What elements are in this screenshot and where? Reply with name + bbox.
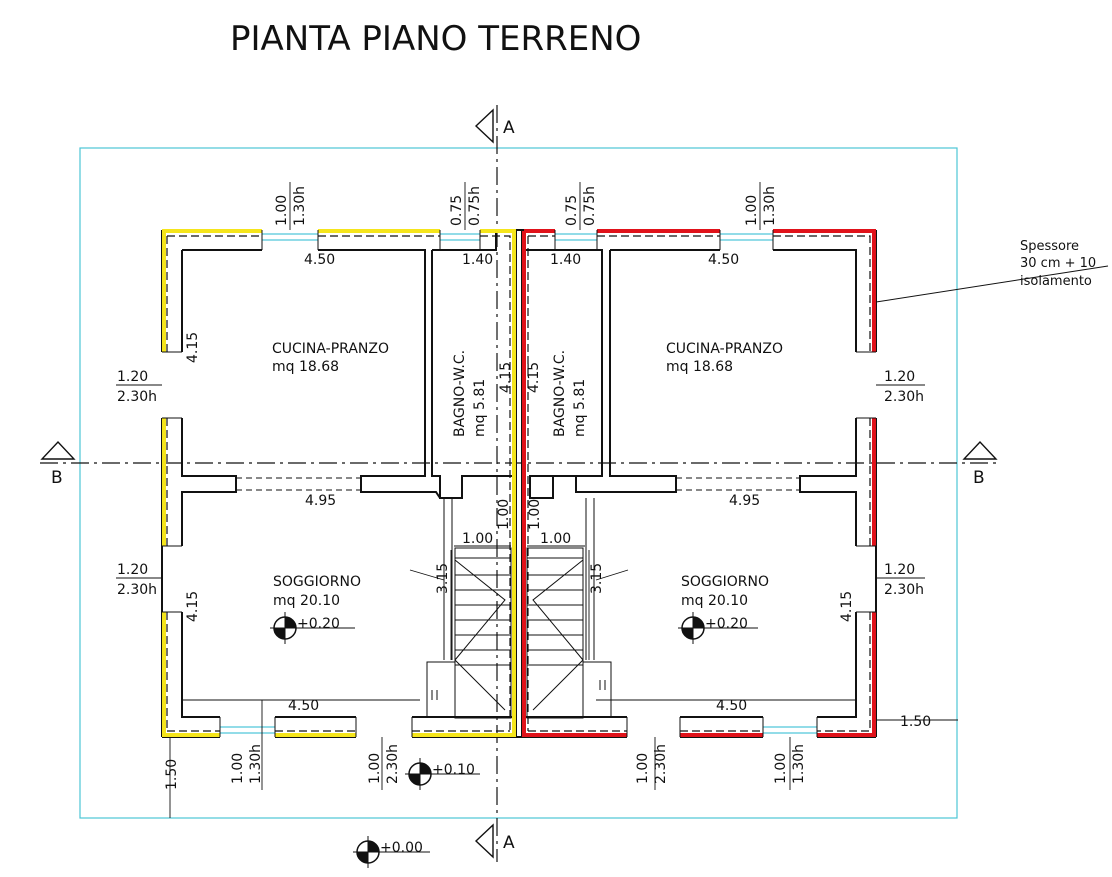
- level-marker-living-left: +0.20: [270, 612, 355, 644]
- section-a-bottom-marker: [474, 823, 494, 859]
- window-left-lower-height: 2.30h: [117, 582, 157, 598]
- dim-mid-left-width: 4.95: [305, 493, 336, 509]
- plan-title: PIANTA PIANO TERRENO: [230, 19, 641, 59]
- dim-stair-right-width: 1.00: [540, 531, 571, 547]
- dim-stair-right-gap: 1.00: [527, 499, 543, 530]
- dim-bottom-right-width: 4.50: [716, 698, 747, 714]
- note-line-2: 30 cm + 10: [1020, 256, 1096, 271]
- dim-offset-left: 1.50: [164, 759, 180, 790]
- window-top-right-height: 1.30h: [762, 186, 778, 226]
- room-living-left-name: SOGGIORNO: [273, 574, 361, 590]
- room-living-right-area: mq 20.10: [681, 593, 748, 609]
- section-a-top-label: A: [503, 118, 515, 138]
- left-unit-insulation: [162, 229, 516, 737]
- room-bath-left-area: mq 5.81: [472, 379, 488, 437]
- window-top-right-width: 1.00: [744, 195, 760, 226]
- site-boundary: [79, 147, 958, 819]
- window-left-lower-width: 1.20: [117, 562, 148, 578]
- section-b-right-label: B: [973, 468, 985, 488]
- dim-kitchen-right-width: 4.50: [708, 252, 739, 268]
- dim-bath-left-width: 1.40: [462, 252, 493, 268]
- room-kitchen-left-name: CUCINA-PRANZO: [272, 341, 389, 357]
- room-kitchen-right-name: CUCINA-PRANZO: [666, 341, 783, 357]
- level-living-right-label: +0.20: [705, 616, 748, 632]
- room-kitchen-left-area: mq 18.68: [272, 359, 339, 375]
- window-top-left-height: 1.30h: [292, 186, 308, 226]
- dim-stair-left-length: 3.15: [435, 563, 451, 594]
- dim-stair-right-length: 3.15: [589, 563, 605, 594]
- room-bath-right-name: BAGNO-W.C.: [552, 350, 568, 437]
- room-kitchen-right-area: mq 18.68: [666, 359, 733, 375]
- section-b-left-label: B: [51, 468, 63, 488]
- window-top-left-width: 1.00: [274, 195, 290, 226]
- level-marker-living-right: +0.20: [678, 612, 758, 644]
- window-bottom-left-height: 1.30h: [248, 744, 264, 784]
- window-right-lower-height: 2.30h: [884, 582, 924, 598]
- section-a-bottom-label: A: [503, 833, 515, 853]
- level-marker-ground: +0.00: [353, 836, 430, 868]
- dim-bath-right-height: 4.15: [526, 362, 542, 393]
- door-bottom-right-height: 2.30h: [653, 744, 669, 784]
- window-bottom-left-width: 1.00: [230, 753, 246, 784]
- window-right-upper-height: 2.30h: [884, 389, 924, 405]
- window-top-right-bath-width: 0.75: [564, 195, 580, 226]
- window-top-left-bath-height: 0.75h: [467, 186, 483, 226]
- note-line-1: Spessore: [1020, 239, 1079, 254]
- room-bath-left-name: BAGNO-W.C.: [452, 350, 468, 437]
- door-bottom-left-height: 2.30h: [385, 744, 401, 784]
- note-line-3: isolamento: [1020, 274, 1092, 289]
- dim-kitchen-left-height: 4.15: [185, 332, 201, 363]
- window-top-right-bath-height: 0.75h: [582, 186, 598, 226]
- dim-bottom-left-width: 4.50: [288, 698, 319, 714]
- dim-stair-left-gap: 1.00: [496, 499, 512, 530]
- insulation-dashes: [166, 235, 871, 732]
- window-left-upper-height: 2.30h: [117, 389, 157, 405]
- room-bath-right-area: mq 5.81: [572, 379, 588, 437]
- dim-kitchen-left-width: 4.50: [304, 252, 335, 268]
- dimension-lines: [116, 182, 958, 818]
- level-ground-label: +0.00: [380, 840, 423, 856]
- window-right-upper-width: 1.20: [884, 369, 915, 385]
- door-bottom-right-width: 1.00: [635, 753, 651, 784]
- dim-bath-left-height: 4.15: [498, 362, 514, 393]
- section-b-left-marker: [40, 440, 76, 460]
- dim-stair-left-width: 1.00: [462, 531, 493, 547]
- room-living-right-name: SOGGIORNO: [681, 574, 769, 590]
- window-left-upper-width: 1.20: [117, 369, 148, 385]
- right-unit-insulation: [522, 229, 876, 737]
- mid-partitions: [236, 477, 800, 491]
- stairs: [426, 498, 612, 719]
- note-leader-line: [875, 265, 1109, 303]
- window-bottom-right-width: 1.00: [773, 753, 789, 784]
- dim-bath-right-width: 1.40: [550, 252, 581, 268]
- dim-offset-right: 1.50: [900, 714, 931, 730]
- walls: [161, 229, 877, 738]
- dim-living-right-height: 4.15: [839, 591, 855, 622]
- section-b-right-marker: [962, 440, 998, 460]
- level-marker-entrance: +0.10: [405, 758, 480, 790]
- windows-glass: [220, 233, 817, 734]
- level-living-left-label: +0.20: [297, 616, 340, 632]
- window-right-lower-width: 1.20: [884, 562, 915, 578]
- window-bottom-right-height: 1.30h: [791, 744, 807, 784]
- window-top-left-bath-width: 0.75: [449, 195, 465, 226]
- level-entrance-label: +0.10: [432, 762, 475, 778]
- window-frames: [162, 230, 876, 737]
- dim-mid-right-width: 4.95: [729, 493, 760, 509]
- dim-living-left-height: 4.15: [185, 591, 201, 622]
- section-a-top-marker: [474, 108, 494, 144]
- door-bottom-left-width: 1.00: [367, 753, 383, 784]
- room-living-left-area: mq 20.10: [273, 593, 340, 609]
